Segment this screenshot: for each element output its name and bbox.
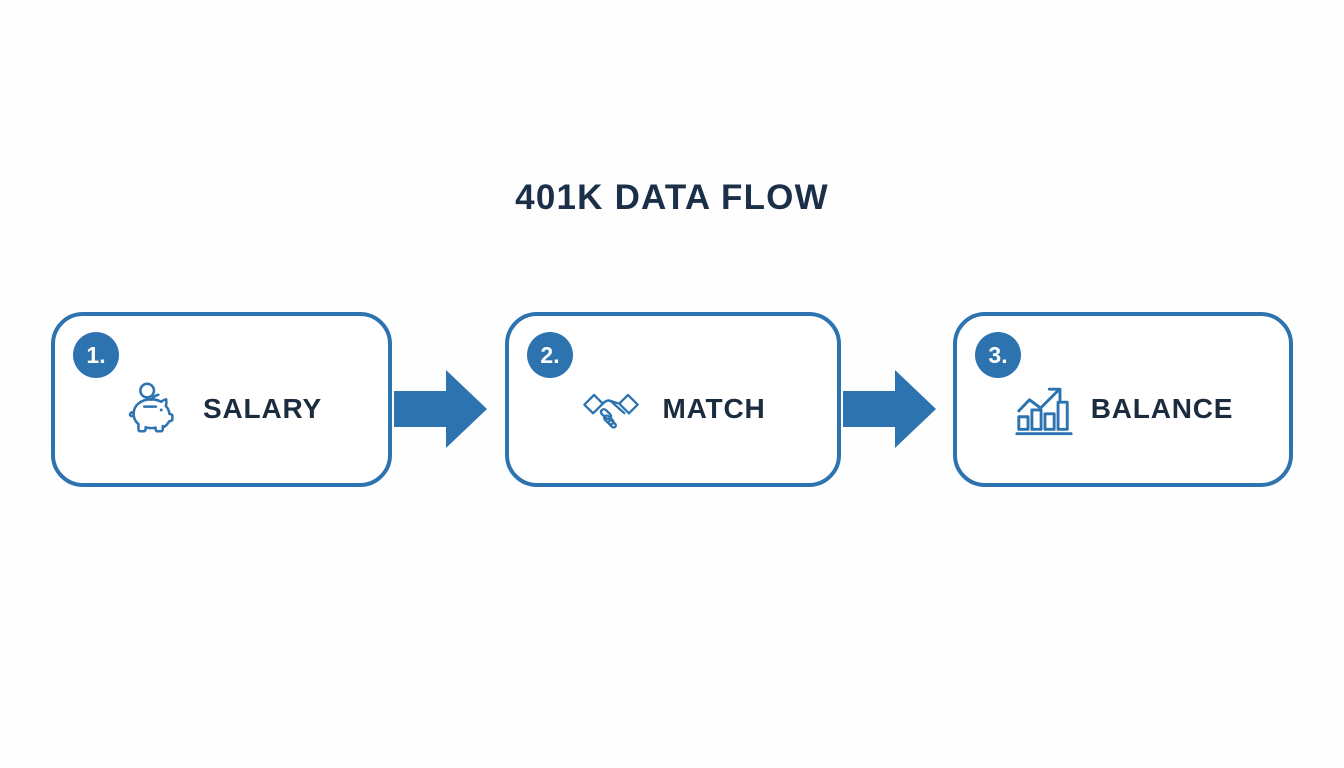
piggy-bank-icon: [128, 382, 174, 433]
step-content-1: SALARY: [55, 316, 388, 483]
arrow-right-icon-1: [394, 370, 487, 448]
arrow-right-icon-2: [843, 370, 936, 448]
flow-step-card-1[interactable]: 1. SALARY: [51, 312, 392, 487]
step-content-2: MATCH: [509, 316, 837, 483]
step-label-1: SALARY: [203, 392, 322, 424]
step-label-3: BALANCE: [1090, 392, 1234, 424]
flow-step-card-3[interactable]: 3. BALANCE: [953, 312, 1293, 487]
handshake-icon: [583, 393, 640, 429]
growth-bar-chart-icon: [1015, 387, 1073, 435]
step-badge-1: 1.: [73, 332, 119, 378]
page-title: 401K DATA FLOW: [515, 178, 829, 217]
step-badge-2: 2.: [527, 332, 573, 378]
step-badge-3: 3.: [975, 332, 1021, 378]
step-content-3: BALANCE: [957, 316, 1289, 483]
flow-step-card-2[interactable]: 2. MATCH: [505, 312, 841, 487]
step-label-2: MATCH: [662, 392, 766, 424]
